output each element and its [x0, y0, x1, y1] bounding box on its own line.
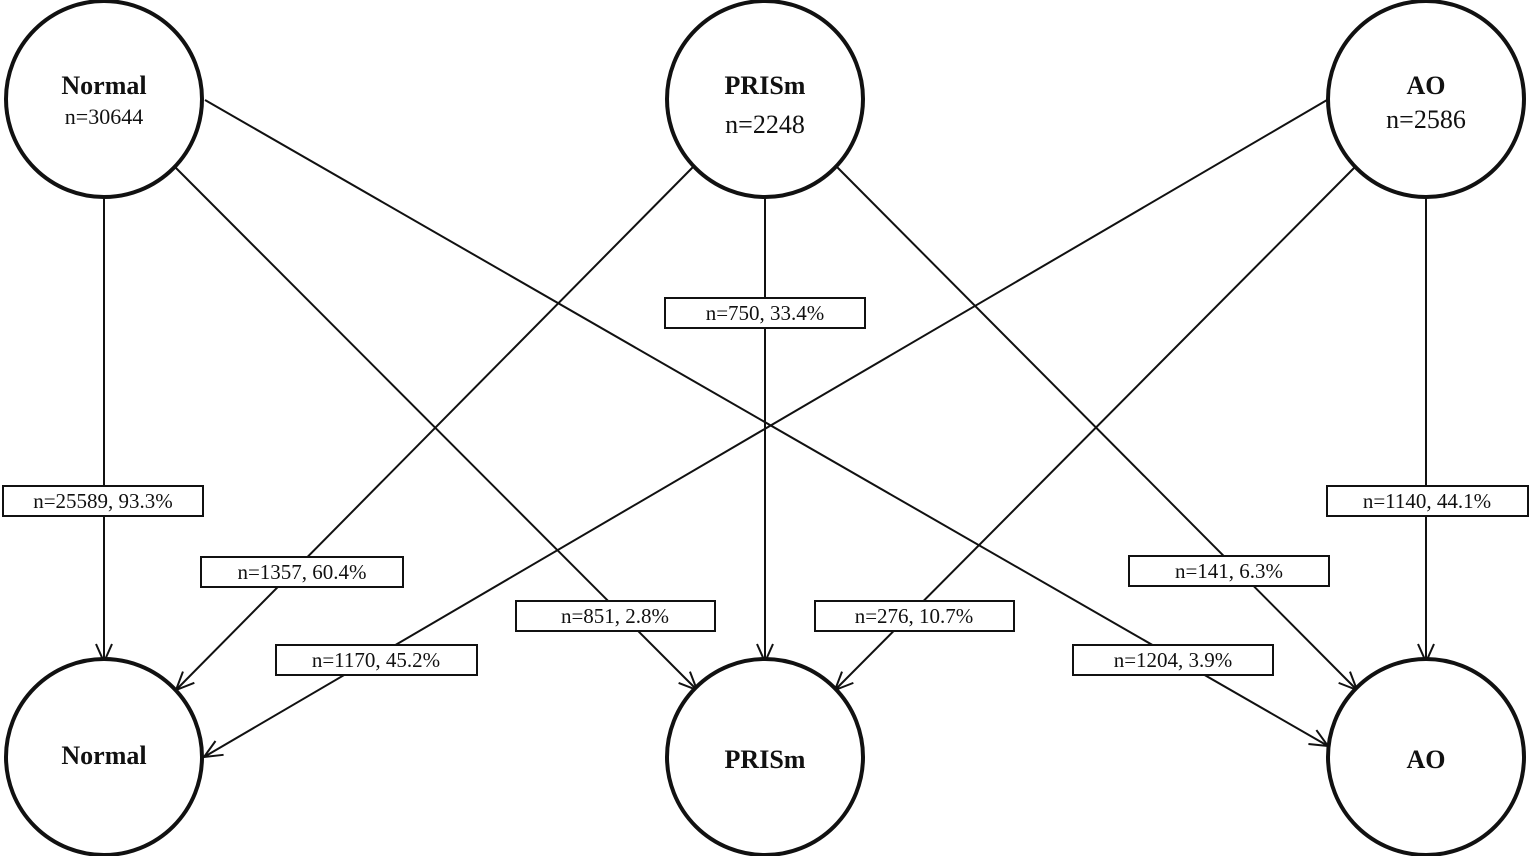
node-bottom-normal-title: Normal	[61, 741, 146, 770]
label-prism-to-ao: n=141, 6.3%	[1128, 555, 1330, 587]
edge-normal-to-ao	[204, 99, 1328, 746]
node-top-ao: AO n=2586	[1326, 0, 1526, 199]
node-bottom-prism: PRISm	[665, 657, 865, 856]
node-bottom-normal: Normal	[4, 657, 204, 856]
node-bottom-ao-title: AO	[1407, 745, 1446, 774]
label-normal-to-prism-text: n=851, 2.8%	[561, 604, 669, 628]
label-ao-to-normal-text: n=1170, 45.2%	[312, 648, 440, 672]
label-ao-to-ao-text: n=1140, 44.1%	[1363, 489, 1491, 513]
node-top-prism-title: PRISm	[725, 71, 806, 100]
label-normal-to-normal: n=25589, 93.3%	[2, 485, 204, 517]
node-top-prism-count: n=2248	[725, 110, 805, 139]
label-normal-to-prism: n=851, 2.8%	[515, 600, 716, 632]
label-normal-to-ao-text: n=1204, 3.9%	[1114, 648, 1233, 672]
label-ao-to-ao: n=1140, 44.1%	[1326, 485, 1529, 517]
label-normal-to-normal-text: n=25589, 93.3%	[33, 489, 173, 513]
node-top-normal: Normal n=30644	[4, 0, 204, 199]
label-normal-to-ao: n=1204, 3.9%	[1072, 644, 1274, 676]
label-ao-to-normal: n=1170, 45.2%	[275, 644, 478, 676]
label-prism-to-normal-text: n=1357, 60.4%	[237, 560, 366, 584]
node-top-ao-count: n=2586	[1386, 105, 1466, 134]
node-top-prism: PRISm n=2248	[665, 0, 865, 199]
node-top-normal-count: n=30644	[65, 104, 143, 129]
label-prism-to-prism-text: n=750, 33.4%	[706, 301, 825, 325]
label-ao-to-prism: n=276, 10.7%	[814, 600, 1015, 632]
edges	[104, 99, 1426, 757]
label-prism-to-ao-text: n=141, 6.3%	[1175, 559, 1283, 583]
edge-prism-to-normal	[176, 166, 694, 690]
label-ao-to-prism-text: n=276, 10.7%	[855, 604, 974, 628]
label-prism-to-prism: n=750, 33.4%	[664, 297, 866, 329]
node-bottom-ao: AO	[1326, 657, 1526, 856]
node-top-ao-title: AO	[1407, 71, 1446, 100]
edge-prism-to-ao	[836, 166, 1357, 690]
node-top-normal-title: Normal	[61, 71, 146, 100]
node-bottom-prism-title: PRISm	[725, 745, 806, 774]
label-prism-to-normal: n=1357, 60.4%	[200, 556, 404, 588]
